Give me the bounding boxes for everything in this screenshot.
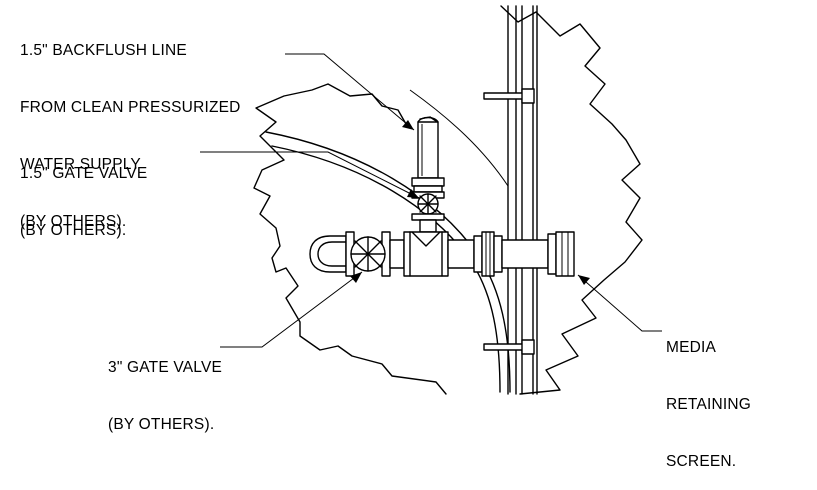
backflush-line-note-line-2: FROM CLEAN PRESSURIZED — [20, 99, 241, 116]
valve-to-tee-spool — [389, 239, 405, 269]
retaining-screen-note: MEDIA RETAINING SCREEN. — [666, 300, 751, 490]
small-gate-valve-note-line-1: 1.5" GATE VALVE — [20, 165, 148, 182]
inlet-elbow — [309, 235, 347, 273]
pipe-tee — [403, 231, 449, 277]
retaining-screen-note-line-3: SCREEN. — [666, 453, 737, 470]
tank-breakline-outline — [253, 5, 643, 395]
backflush-riser-pipe — [417, 116, 439, 179]
small-riser-nipple — [419, 219, 437, 233]
small-gate-valve-note: 1.5" GATE VALVE (BY OTHERS). — [20, 126, 147, 259]
large-gate-valve-note: 3" GATE VALVE (BY OTHERS). — [108, 320, 222, 453]
lower-bracket — [483, 339, 535, 355]
large-gate-valve-note-line-2: (BY OTHERS). — [108, 416, 215, 433]
horizontal-pipe-run — [447, 231, 549, 277]
backflush-line-note-line-1: 1.5" BACKFLUSH LINE — [20, 42, 187, 59]
small-gate-valve-note-line-2: (BY OTHERS). — [20, 222, 127, 239]
backflush-line-note-line-4: (BY OTHERS). — [20, 213, 127, 230]
large-gate-valve-note-line-1: 3" GATE VALVE — [108, 359, 223, 376]
leader-small-gate-valve — [200, 151, 420, 199]
leader-large-gate-valve — [220, 271, 363, 348]
leader-backflush-line — [285, 53, 415, 131]
upper-bracket — [483, 88, 535, 104]
media-retaining-screen — [547, 231, 575, 277]
backflush-line-note-line-3: WATER SUPPLY — [20, 156, 141, 173]
leader-retaining-screen — [577, 274, 662, 332]
tank-shell-arc-back — [409, 89, 509, 187]
riser-coupling — [411, 177, 445, 193]
retaining-screen-note-line-2: RETAINING — [666, 396, 752, 413]
backflush-line-note: 1.5" BACKFLUSH LINE FROM CLEAN PRESSURIZ… — [20, 3, 241, 250]
pipe-assembly-drawing — [200, 5, 662, 395]
retaining-screen-note-line-1: MEDIA — [666, 339, 717, 356]
large-gate-valve — [345, 231, 391, 277]
